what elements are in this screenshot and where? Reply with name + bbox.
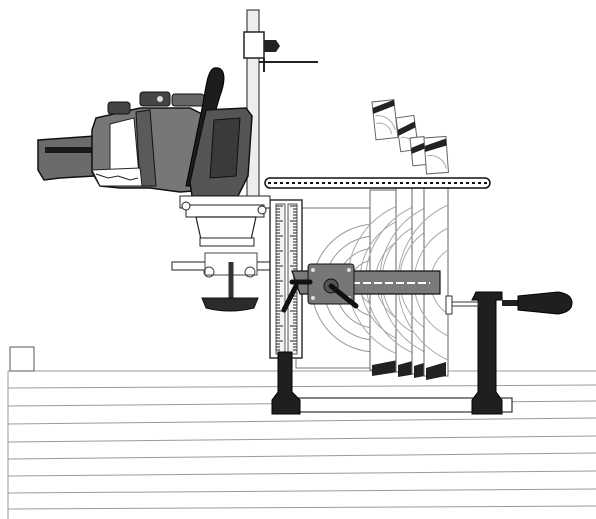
vertical-mast bbox=[243, 9, 318, 211]
height-handle[interactable] bbox=[201, 262, 259, 312]
small-square-marker bbox=[9, 346, 35, 372]
chainsaw bbox=[37, 67, 491, 247]
ground-planks bbox=[7, 370, 596, 519]
bar-clamp[interactable] bbox=[271, 291, 573, 415]
base-rail bbox=[171, 252, 285, 278]
falling-slices bbox=[371, 99, 449, 175]
slide-arm bbox=[281, 263, 441, 313]
